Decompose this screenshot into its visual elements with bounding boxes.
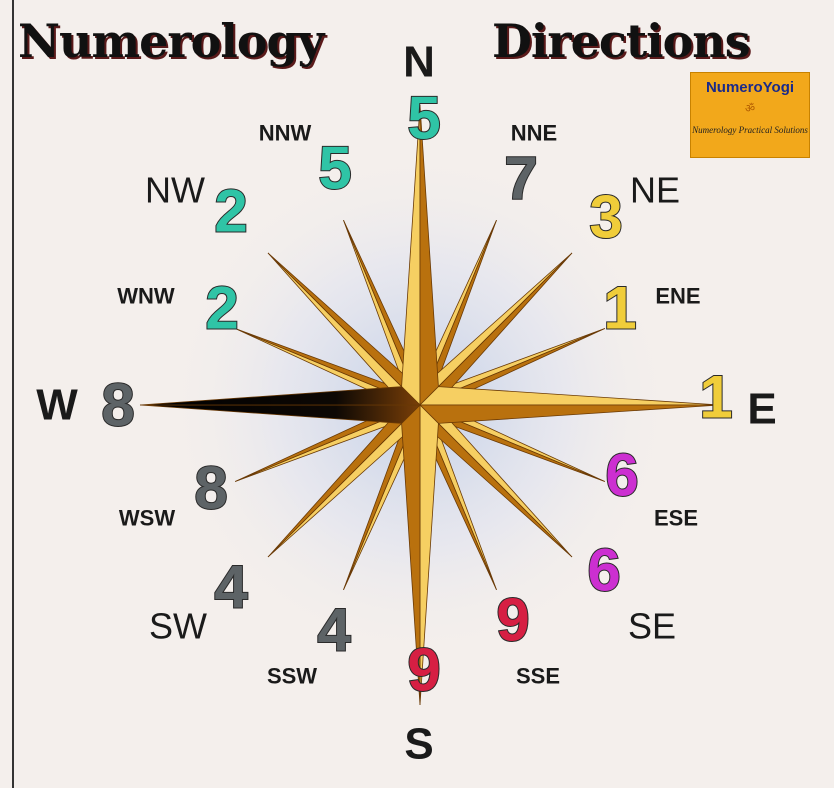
number-nw: 2 (214, 178, 247, 245)
number-ese: 6 (605, 442, 638, 509)
number-nne: 7 (504, 145, 537, 212)
left-border-line (12, 0, 14, 788)
ray-w-dark (139, 386, 421, 406)
direction-label-sw: SW (149, 606, 207, 647)
direction-label-nne: NNE (511, 121, 557, 146)
number-nnw: 5 (318, 135, 351, 202)
number-ene: 1 (603, 275, 636, 342)
number-e: 1 (699, 364, 732, 431)
direction-label-nw: NW (145, 170, 205, 211)
numeroyogi-logo: NumeroYogi ॐ Numerology Practical Soluti… (690, 72, 810, 158)
number-ssw: 4 (317, 597, 351, 664)
direction-label-n: N (403, 38, 435, 87)
number-se: 6 (587, 537, 620, 604)
direction-label-w: W (36, 381, 78, 430)
number-n: 5 (407, 85, 440, 152)
direction-label-s: S (404, 720, 433, 769)
direction-label-ese: ESE (654, 506, 698, 531)
direction-label-sse: SSE (516, 664, 560, 689)
number-wsw: 8 (194, 455, 227, 522)
number-wnw: 2 (205, 275, 238, 342)
title-left: Numerology (18, 14, 324, 68)
direction-label-ssw: SSW (267, 664, 317, 689)
logo-tagline: Numerology Practical Solutions (692, 125, 808, 135)
logo-name: NumeroYogi (705, 79, 795, 96)
direction-label-se: SE (628, 606, 676, 647)
direction-label-nnw: NNW (259, 121, 312, 146)
direction-label-wnw: WNW (117, 284, 175, 309)
direction-label-ne: NE (630, 170, 680, 211)
number-sw: 4 (214, 554, 248, 621)
number-sse: 9 (496, 587, 529, 654)
direction-label-wsw: WSW (119, 506, 175, 531)
logo-om-symbol: ॐ (744, 103, 756, 115)
number-w: 8 (101, 372, 134, 439)
number-s: 9 (407, 637, 440, 704)
number-ne: 3 (589, 184, 622, 251)
title-right: Directions (492, 14, 751, 68)
direction-label-e: E (747, 385, 776, 434)
direction-label-ene: ENE (655, 284, 700, 309)
